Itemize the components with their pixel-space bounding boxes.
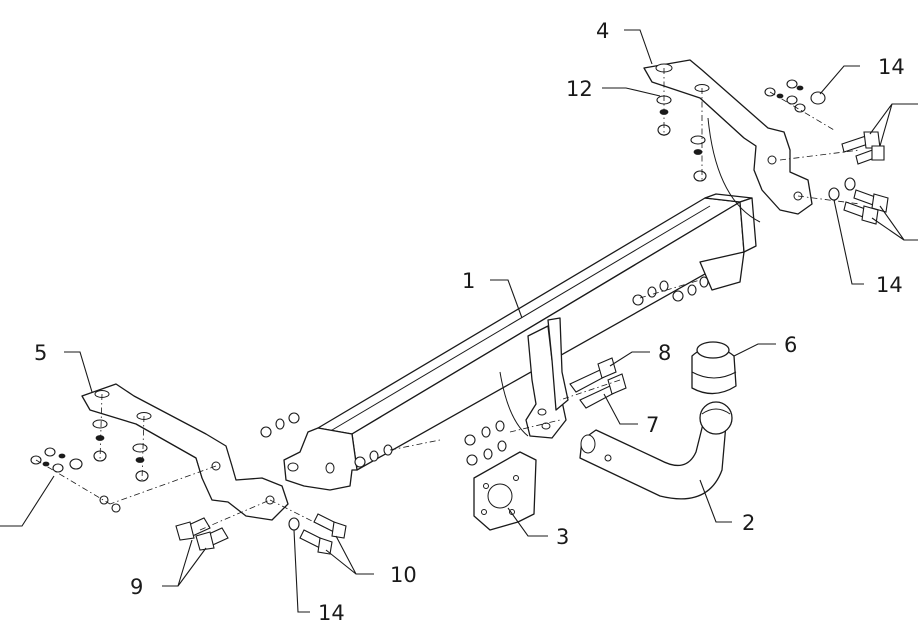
- main-crossbar: [283, 193, 757, 491]
- bolts-right-lower: [843, 189, 889, 225]
- nuts-washers: [30, 79, 856, 531]
- callout-14-top: 14: [878, 55, 905, 79]
- ball-cap: [691, 341, 737, 395]
- callout-1: 1: [462, 269, 475, 293]
- bolts-right-upper: [841, 131, 885, 165]
- tow-ball-neck: [579, 401, 733, 500]
- callout-labels: 1 2 3 4 5 6 7 8 9 10 12 14 14 14: [34, 19, 905, 625]
- callout-2: 2: [742, 511, 755, 535]
- callout-7: 7: [646, 413, 659, 437]
- right-side-bracket: [643, 59, 813, 223]
- leader-lines: [0, 29, 918, 613]
- callout-10: 10: [390, 563, 417, 587]
- bolts-part-10: [299, 513, 347, 555]
- callout-9: 9: [130, 575, 143, 599]
- callout-4: 4: [596, 19, 609, 43]
- callout-14-right: 14: [876, 273, 903, 297]
- callout-14-bottom: 14: [318, 601, 345, 625]
- assembly-lines: [35, 68, 861, 531]
- callout-6: 6: [784, 333, 797, 357]
- bolts-part-7-8: [569, 357, 627, 409]
- bolts-part-9: [175, 517, 229, 551]
- left-side-bracket: [81, 383, 289, 521]
- callout-3: 3: [556, 525, 569, 549]
- callout-8: 8: [658, 341, 671, 365]
- callout-5: 5: [34, 341, 47, 365]
- socket-plate: [473, 451, 537, 531]
- callout-12: 12: [566, 77, 593, 101]
